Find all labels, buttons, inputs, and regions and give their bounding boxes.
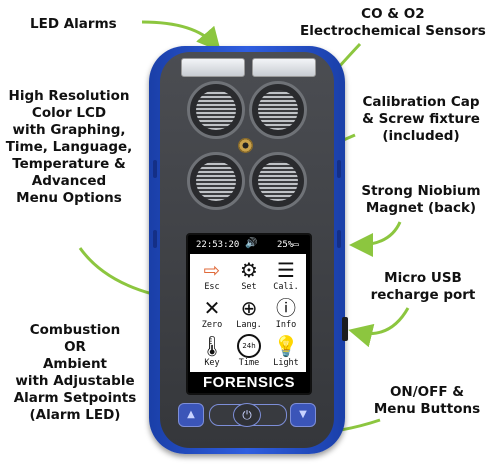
menu-item-info[interactable]: ⓘ Info	[268, 296, 304, 334]
exit-icon: ⇨	[203, 258, 221, 282]
battery-percent: 25%	[277, 240, 294, 250]
menu-item-light[interactable]: 💡 Light	[268, 334, 304, 372]
side-grip	[153, 160, 157, 178]
thermometer-icon: 🌡	[199, 334, 225, 358]
up-button[interactable]: ▲	[178, 403, 204, 427]
label-sensors: CO & O2 Electrochemical Sensors	[300, 6, 486, 39]
screen-time: 22:53:20	[196, 240, 240, 250]
label-combustion: Combustion OR Ambient with Adjustable Al…	[13, 322, 137, 423]
clock-icon: 24h	[231, 334, 267, 358]
micro-usb-port	[342, 317, 348, 341]
down-button[interactable]: ▼	[290, 403, 316, 427]
menu-item-key[interactable]: 🌡 Key	[194, 334, 230, 372]
tools-icon: ✕	[203, 296, 221, 320]
label-onoff: ON/OFF & Menu Buttons	[373, 384, 481, 417]
label-usb: Micro USB recharge port	[370, 270, 476, 303]
globe-icon: ⊕	[240, 296, 258, 320]
side-grip	[337, 230, 341, 248]
menu-item-lang[interactable]: ⊕ Lang.	[231, 296, 267, 334]
power-button[interactable]: ⏻	[233, 403, 261, 427]
menu-item-esc[interactable]: ⇨ Esc	[194, 258, 230, 296]
arrow-magnet	[349, 221, 402, 257]
menu-item-set[interactable]: ⚙ Set	[231, 258, 267, 296]
label-calibration: Calibration Cap & Screw fixture (include…	[362, 94, 480, 144]
led-alarm-left	[181, 58, 245, 77]
sensor-grille	[187, 152, 245, 210]
sensor-grille	[249, 152, 307, 210]
speaker-icon: 🔊	[245, 238, 258, 249]
gears-icon: ⚙	[240, 258, 258, 282]
led-alarm-right	[252, 58, 316, 77]
label-lcd: High Resolution Color LCD with Graphing,…	[5, 88, 133, 206]
info-icon: ⓘ	[276, 296, 296, 320]
arrow-usb	[348, 307, 410, 348]
menu-item-cali[interactable]: ☰ Cali.	[268, 258, 304, 296]
brand-logo: FORENSICS	[202, 374, 295, 391]
power-icon: ⏻	[242, 408, 252, 422]
battery-icon: ▭	[293, 240, 299, 250]
clock-badge: 24h	[237, 334, 261, 358]
label-led-alarms: LED Alarms	[30, 16, 117, 32]
sensor-grille	[249, 81, 307, 139]
menu-item-zero[interactable]: ✕ Zero	[194, 296, 230, 334]
sensor-grille	[187, 81, 245, 139]
menu-item-time[interactable]: 24h Time	[231, 334, 267, 372]
arrow-down-icon: ▼	[299, 409, 307, 420]
list-icon: ☰	[277, 258, 295, 282]
arrow-up-icon: ▲	[187, 409, 195, 420]
calibration-screw	[238, 138, 253, 153]
label-magnet: Strong Niobium Magnet (back)	[361, 183, 481, 216]
bulb-icon: 💡	[273, 334, 299, 358]
battery-indicator: 25%▭	[277, 240, 299, 250]
arrow-led	[141, 20, 221, 52]
side-grip	[153, 230, 157, 248]
side-grip	[337, 160, 341, 178]
